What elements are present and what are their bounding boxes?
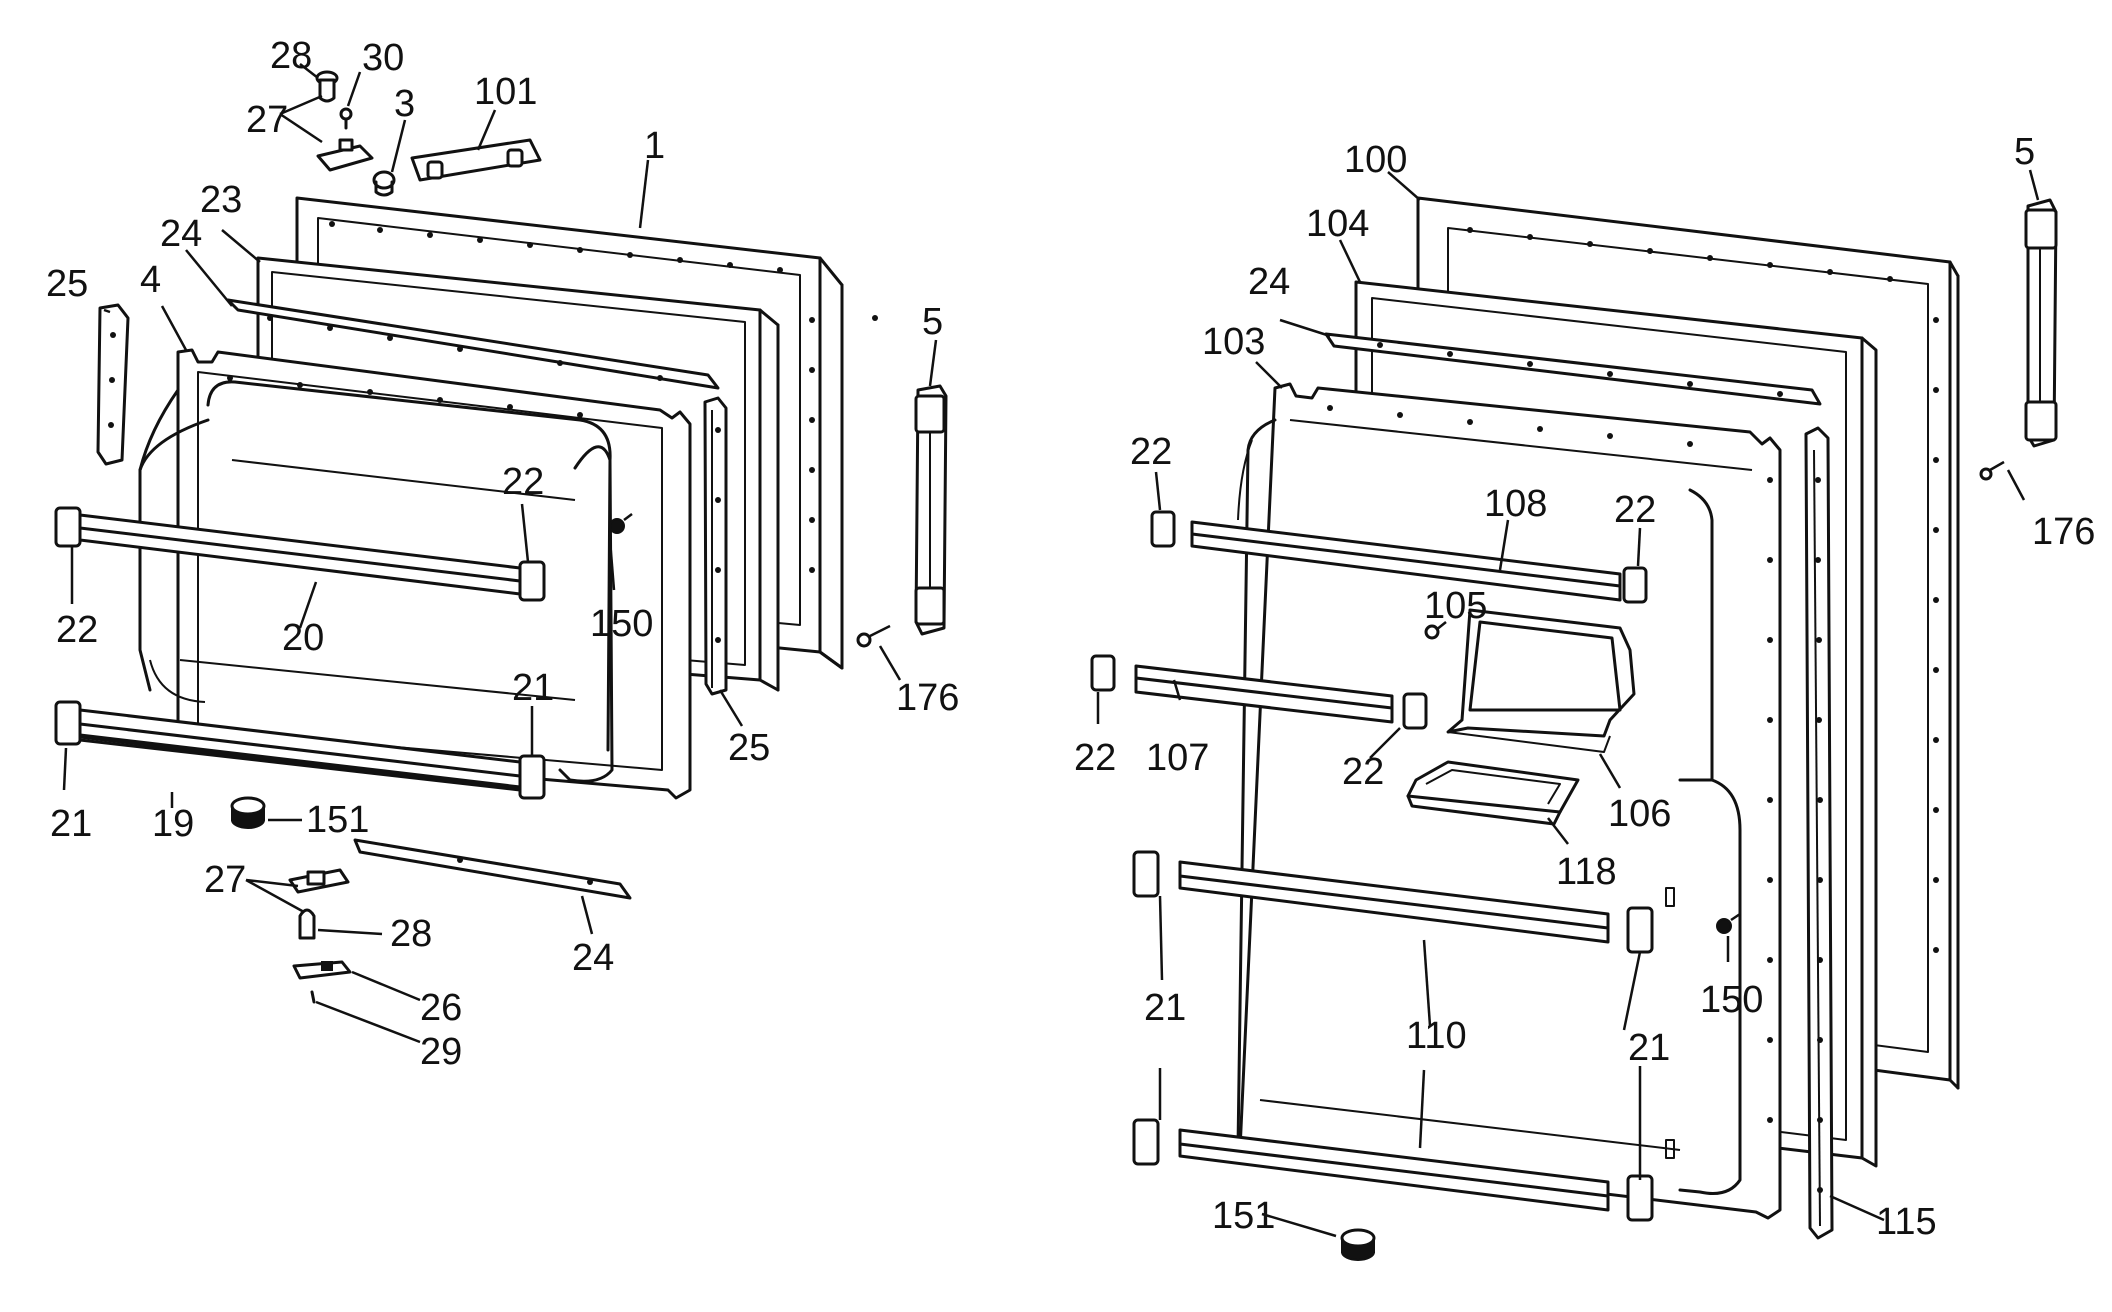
label-24-top-left: 24 bbox=[160, 213, 202, 255]
label-105: 105 bbox=[1424, 585, 1487, 627]
label-26: 26 bbox=[420, 987, 462, 1029]
plug-151-right bbox=[1340, 1228, 1376, 1261]
label-118: 118 bbox=[1556, 851, 1617, 893]
label-21-right-left: 21 bbox=[512, 667, 554, 709]
label-3: 3 bbox=[394, 83, 415, 125]
hinge-pin-bottom-28 bbox=[298, 908, 316, 940]
label-176-left: 176 bbox=[896, 677, 959, 719]
label-20: 20 bbox=[282, 617, 324, 659]
label-106: 106 bbox=[1608, 793, 1671, 835]
label-150-right: 150 bbox=[1700, 979, 1763, 1021]
leaders-left bbox=[62, 63, 938, 1044]
label-151-left: 151 bbox=[306, 799, 369, 841]
butter-dish-118 bbox=[1406, 760, 1580, 826]
label-110: 110 bbox=[1406, 1015, 1467, 1057]
bushing-3 bbox=[372, 170, 396, 197]
label-22-left-side: 22 bbox=[56, 609, 98, 651]
shelf-bar-110-upper bbox=[1132, 850, 1654, 954]
label-22-upper-right-left: 22 bbox=[502, 461, 544, 503]
screw-176-right bbox=[1979, 460, 2005, 481]
bracket-26 bbox=[292, 960, 352, 980]
label-5-left: 5 bbox=[922, 301, 943, 343]
label-21-left-side: 21 bbox=[50, 803, 92, 845]
label-19: 19 bbox=[152, 803, 194, 845]
label-5-right: 5 bbox=[2014, 131, 2035, 173]
plug-151-left bbox=[230, 796, 266, 829]
label-25-left: 25 bbox=[46, 263, 88, 305]
dairy-compartment-106 bbox=[1446, 608, 1636, 753]
side-strip-115 bbox=[1804, 426, 1834, 1240]
label-4: 4 bbox=[140, 259, 161, 301]
breaker-strip-bottom-left bbox=[353, 838, 632, 900]
screw-150-left bbox=[609, 513, 633, 534]
side-strip-left bbox=[96, 303, 130, 466]
label-150-left: 150 bbox=[590, 603, 653, 645]
label-28-top: 28 bbox=[270, 35, 312, 77]
part-105 bbox=[1424, 624, 1440, 640]
hinge-bottom-27 bbox=[288, 868, 350, 894]
label-29: 29 bbox=[420, 1031, 462, 1073]
shelf-bar-upper-left bbox=[54, 506, 546, 602]
breaker-strip-top-right bbox=[1324, 332, 1822, 406]
label-25-right: 25 bbox=[728, 727, 770, 769]
label-107: 107 bbox=[1146, 737, 1209, 779]
screw-29 bbox=[310, 990, 316, 1004]
label-22-middle-right: 22 bbox=[1342, 751, 1384, 793]
label-28-bottom: 28 bbox=[390, 913, 432, 955]
label-115: 115 bbox=[1876, 1201, 1937, 1243]
hinge-pin-top-28 bbox=[315, 70, 339, 103]
screw-150-right bbox=[1716, 912, 1741, 934]
label-101: 101 bbox=[474, 71, 537, 113]
screw-30 bbox=[339, 107, 353, 130]
label-176-right: 176 bbox=[2032, 511, 2095, 553]
side-strip-right bbox=[703, 396, 728, 696]
shelf-bar-110-lower bbox=[1132, 1118, 1654, 1222]
shelf-bar-108 bbox=[1150, 510, 1648, 604]
label-23: 23 bbox=[200, 179, 242, 221]
label-103: 103 bbox=[1202, 321, 1265, 363]
label-22-upper-left-right: 22 bbox=[1130, 431, 1172, 473]
door-liner-face-left bbox=[138, 418, 614, 783]
label-151-right: 151 bbox=[1212, 1195, 1275, 1237]
label-27-top: 27 bbox=[246, 99, 288, 141]
label-22-middle-left-right: 22 bbox=[1074, 737, 1116, 779]
door-handle-right bbox=[2024, 198, 2058, 448]
part-labels: 28 30 27 3 101 1 23 24 25 4 5 22 22 20 1… bbox=[46, 35, 2095, 1243]
hinge-top-27 bbox=[316, 138, 374, 172]
top-bracket-101 bbox=[410, 138, 542, 182]
door-handle-left bbox=[914, 384, 948, 636]
label-24-top-right: 24 bbox=[1248, 261, 1290, 303]
label-104: 104 bbox=[1306, 203, 1369, 245]
label-21-right-right: 21 bbox=[1628, 1027, 1670, 1069]
shelf-bar-lower-left bbox=[54, 700, 546, 800]
label-27-bottom: 27 bbox=[204, 859, 246, 901]
label-108: 108 bbox=[1484, 483, 1547, 525]
label-1: 1 bbox=[644, 125, 665, 167]
label-21-left-right: 21 bbox=[1144, 987, 1186, 1029]
label-100: 100 bbox=[1344, 139, 1407, 181]
leaders-right bbox=[1096, 169, 2040, 1238]
shelf-bar-107 bbox=[1090, 654, 1428, 730]
label-30: 30 bbox=[362, 37, 404, 79]
screw-176-left bbox=[856, 624, 891, 648]
breaker-strip-top-left bbox=[226, 298, 720, 390]
label-22-upper-right-right: 22 bbox=[1614, 489, 1656, 531]
label-24-bottom-left: 24 bbox=[572, 937, 614, 979]
